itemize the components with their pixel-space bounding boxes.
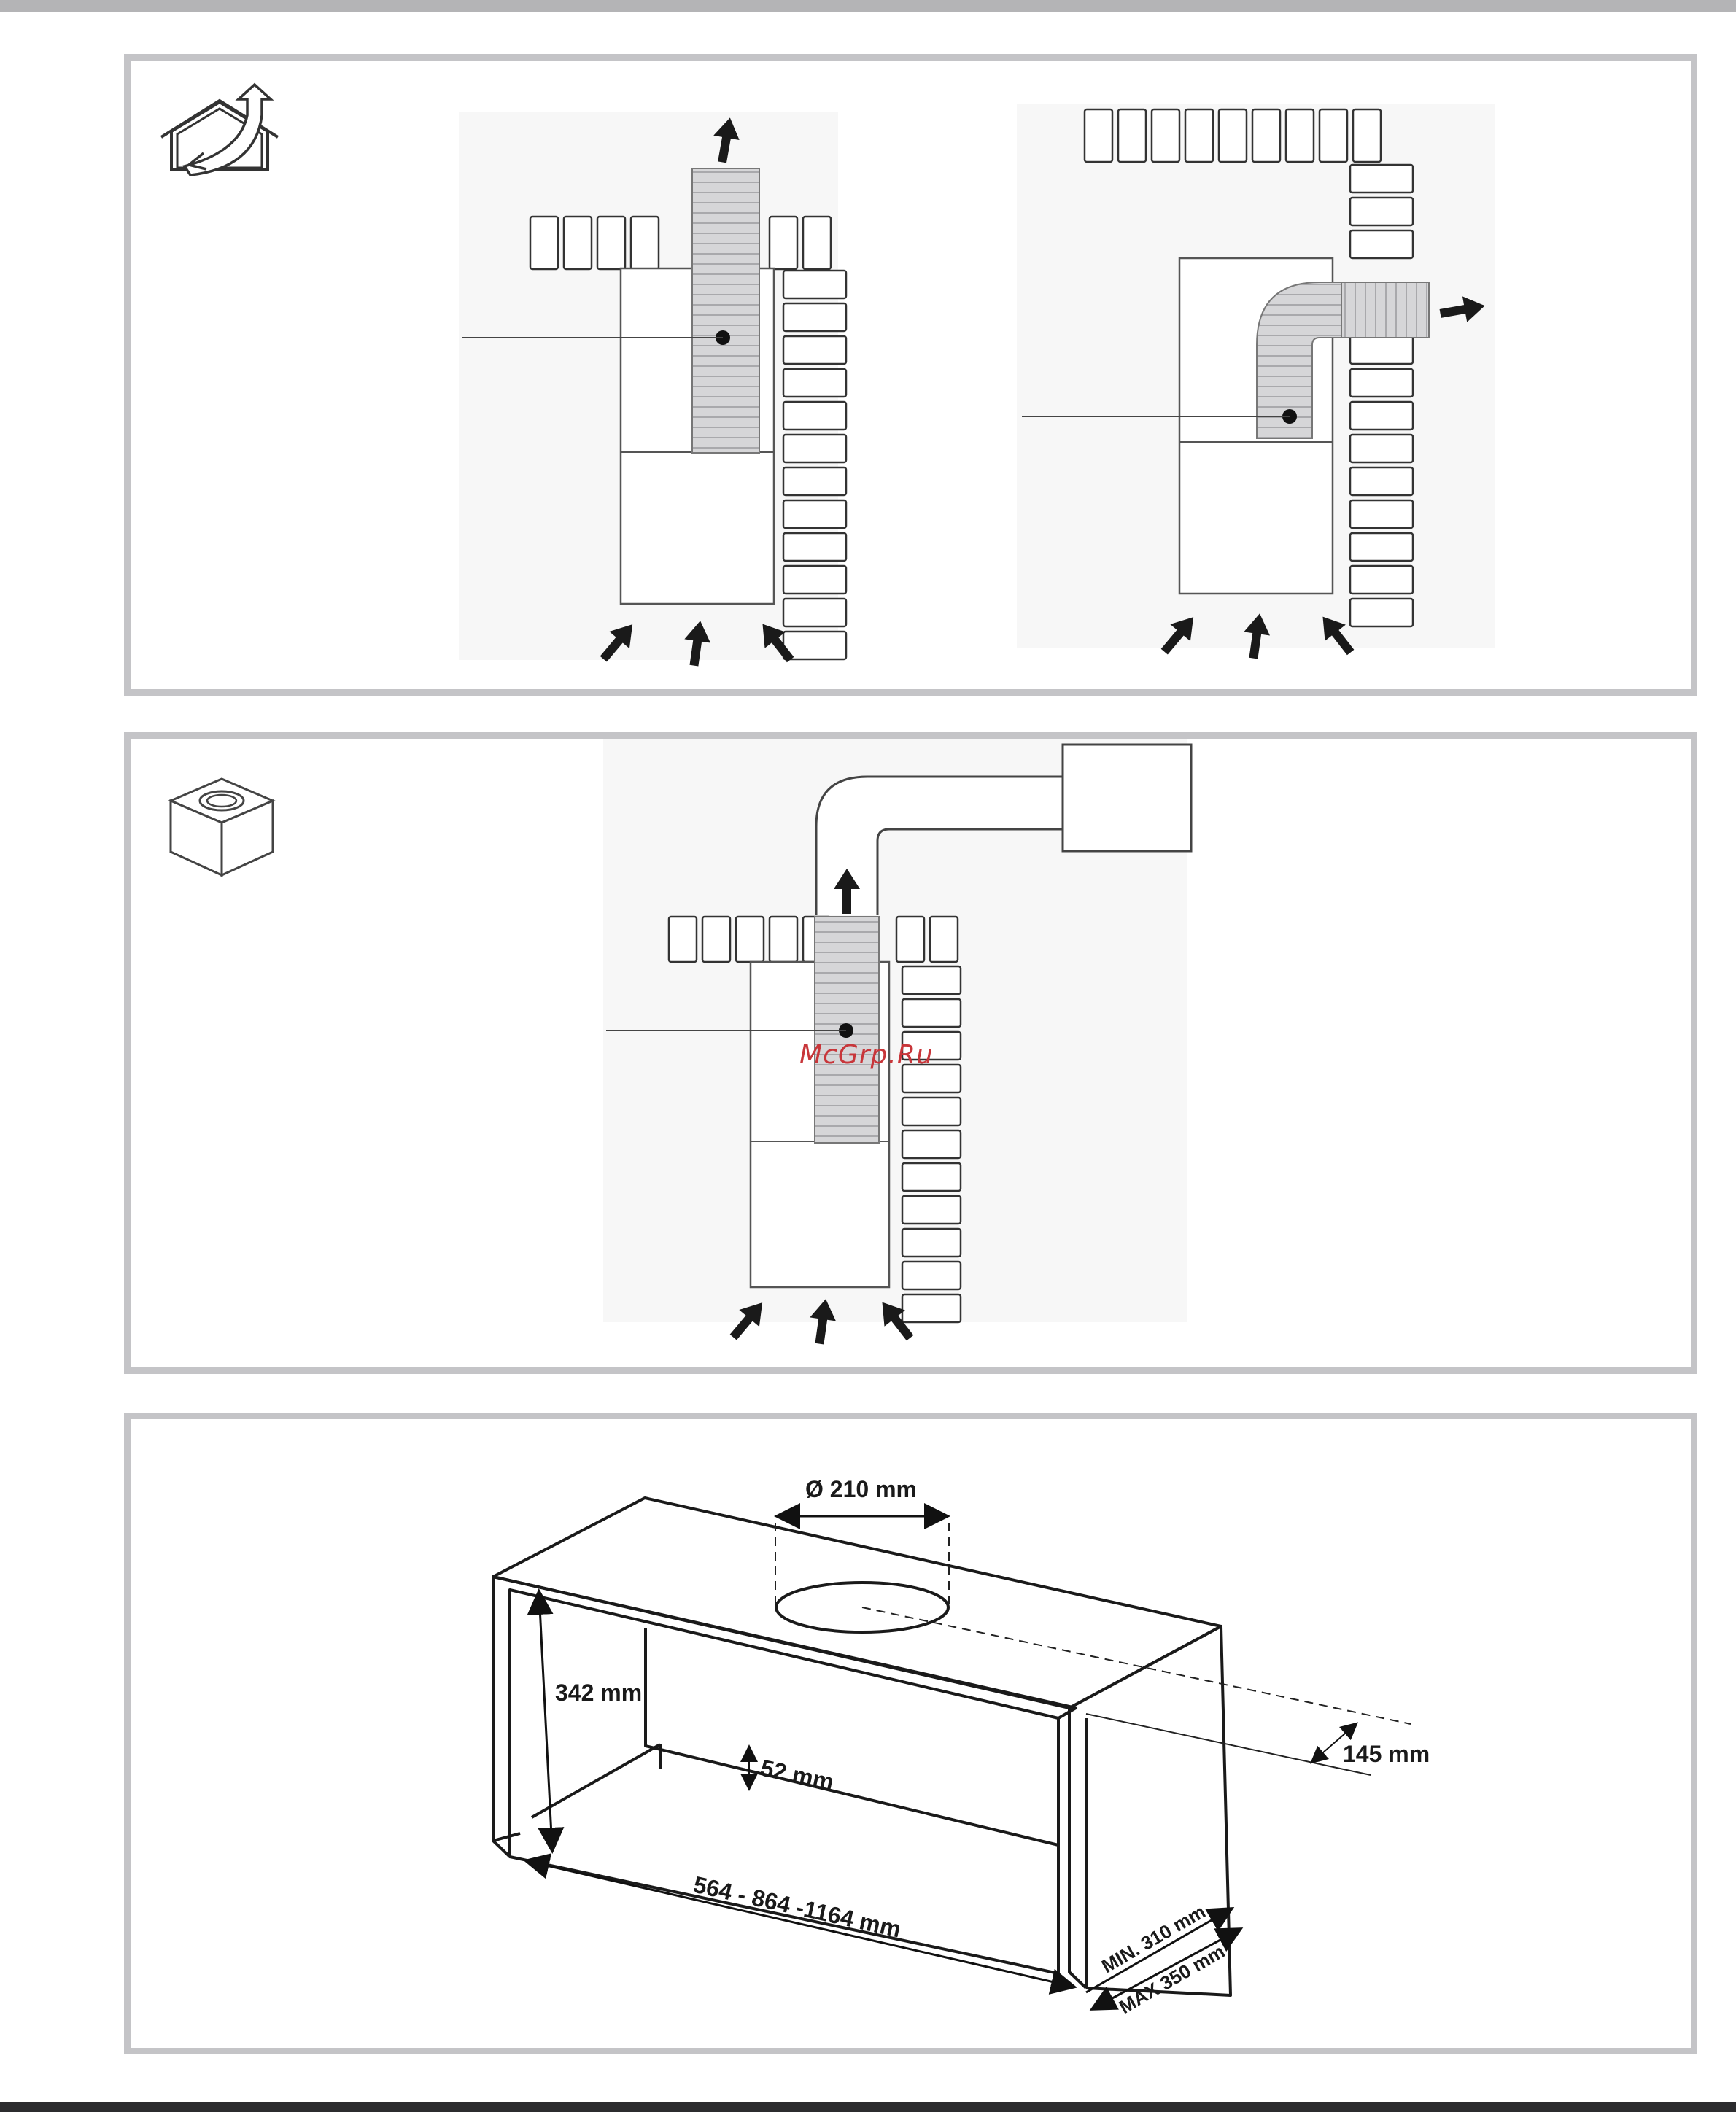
panel-ducted-exhaust bbox=[124, 54, 1697, 696]
dim-diameter: Ø 210 mm bbox=[805, 1476, 917, 1502]
panel-dimensions: Ø 210 mm 342 mm 52 mm 564 - 864 -1164 mm… bbox=[124, 1413, 1697, 2054]
ducted-exhaust-diagram bbox=[131, 61, 1691, 689]
hood-dimensions-diagram: Ø 210 mm 342 mm 52 mm 564 - 864 -1164 mm… bbox=[131, 1419, 1691, 2048]
dim-offset: 145 mm bbox=[1343, 1741, 1430, 1767]
elbow-duct-figure bbox=[1017, 104, 1495, 661]
top-bar bbox=[0, 0, 1736, 12]
recirculation-filter-box-icon bbox=[171, 779, 273, 875]
dim-height: 342 mm bbox=[555, 1680, 642, 1706]
ducted-exhaust-house-icon bbox=[161, 85, 278, 175]
watermark-text: McGrp.Ru bbox=[799, 1040, 934, 1070]
vertical-duct-figure bbox=[459, 112, 846, 668]
bottom-bar bbox=[0, 2102, 1736, 2112]
dim-inner-gap: 52 mm bbox=[759, 1755, 837, 1795]
